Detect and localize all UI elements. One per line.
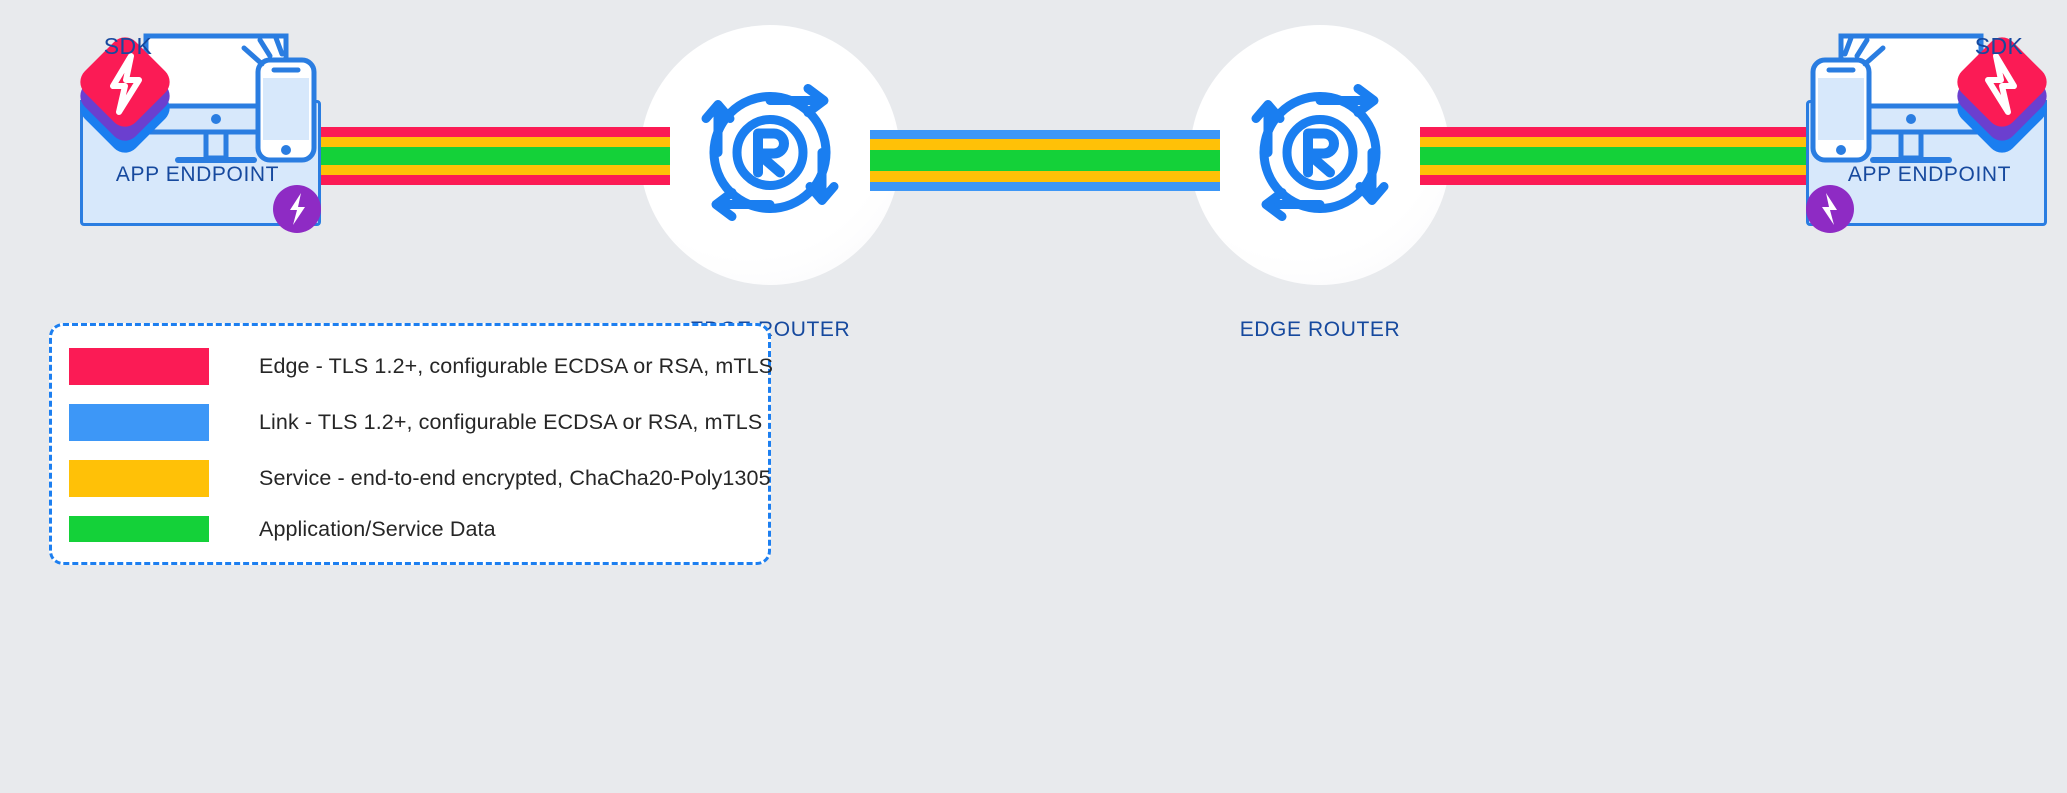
stripe-application-service-data: [870, 150, 1220, 171]
stripe-edge: [255, 127, 670, 137]
legend-label: Service - end-to-end encrypted, ChaCha20…: [259, 466, 771, 490]
router-icon-wrap: [694, 77, 846, 234]
legend-swatch: [69, 348, 209, 385]
legend-row: Application/Service Data: [69, 516, 496, 542]
router-arrows-icon: [1251, 84, 1389, 221]
legend-label: Edge - TLS 1.2+, configurable ECDSA or R…: [259, 354, 774, 378]
router-right[interactable]: [1190, 25, 1450, 285]
legend-row: Link - TLS 1.2+, configurable ECDSA or R…: [69, 404, 762, 441]
sdk-label: SDK: [103, 33, 153, 59]
stripe-application-service-data: [255, 147, 670, 165]
stripe-service: [1420, 137, 1812, 147]
stripe-service: [255, 165, 670, 175]
legend-swatch: [69, 460, 209, 497]
stripe-edge: [255, 175, 670, 185]
router-left[interactable]: [640, 25, 900, 285]
sdk-label: SDK: [1974, 33, 2024, 59]
router-arrows-icon: [701, 84, 839, 221]
legend-row: Edge - TLS 1.2+, configurable ECDSA or R…: [69, 348, 773, 385]
router-icon-wrap: [1244, 77, 1396, 234]
app-endpoint-left[interactable]: SDK APP ENDPOINT: [75, 0, 375, 280]
legend-row: Service - end-to-end encrypted, ChaCha20…: [69, 460, 771, 497]
stripe-link: [870, 182, 1220, 191]
legend-label: Link - TLS 1.2+, configurable ECDSA or R…: [259, 410, 763, 434]
legend-label: Application/Service Data: [259, 516, 496, 541]
ziti-badge-icon: [1806, 185, 1854, 233]
legend-swatch: [69, 404, 209, 441]
legend-swatch: [69, 516, 209, 542]
stripe-service: [870, 171, 1220, 182]
stripe-service: [1420, 165, 1812, 175]
stripe-edge: [1420, 127, 1812, 137]
app-endpoint-label: APP ENDPOINT: [115, 163, 280, 186]
stripe-edge: [1420, 175, 1812, 185]
stripe-link: [870, 130, 1220, 139]
stripe-service: [870, 139, 1220, 150]
legend-box: Edge - TLS 1.2+, configurable ECDSA or R…: [49, 323, 773, 565]
stripe-service: [255, 137, 670, 147]
sdk-stack-icon: [1957, 37, 2047, 153]
device-monitor-phone-icon: [143, 33, 317, 163]
stripe-application-service-data: [1420, 147, 1812, 165]
sdk-stack-icon: [80, 37, 170, 153]
device-monitor-phone-icon: [1810, 33, 1984, 163]
router-label: EDGE ROUTER: [1239, 318, 1401, 341]
ziti-badge-icon: [273, 185, 321, 233]
